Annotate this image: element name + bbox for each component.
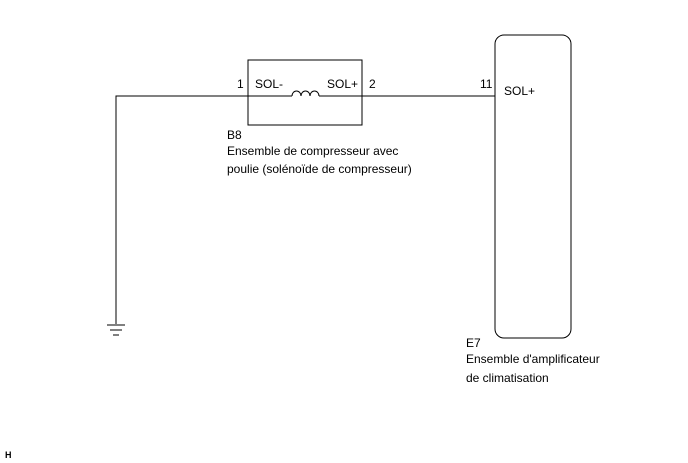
e7-component-code: E7: [466, 336, 481, 350]
e7-pin-number: 11: [480, 77, 493, 91]
wire-b8-pin1-to-ground: [115, 95, 248, 324]
b8-pin-right-number: 2: [369, 77, 376, 91]
e7-component-name-line2: de climatisation: [466, 371, 549, 385]
b8-pin-right-label: SOL+: [327, 77, 358, 91]
b8-component-box: [247, 59, 363, 126]
b8-pin-left-number: 1: [237, 77, 244, 91]
b8-component-name-line2: poulie (solénoïde de compresseur): [227, 162, 412, 176]
e7-pin-label: SOL+: [504, 84, 535, 98]
e7-component-box: [494, 34, 572, 339]
b8-component-code: B8: [227, 128, 242, 142]
ground-icon: [107, 324, 125, 336]
corner-mark: H: [5, 450, 12, 460]
b8-pin-left-label: SOL-: [255, 77, 283, 91]
e7-component-name-line1: Ensemble d'amplificateur: [466, 352, 600, 366]
b8-component-name-line1: Ensemble de compresseur avec: [227, 144, 398, 158]
solenoid-coil-icon: [291, 90, 320, 97]
